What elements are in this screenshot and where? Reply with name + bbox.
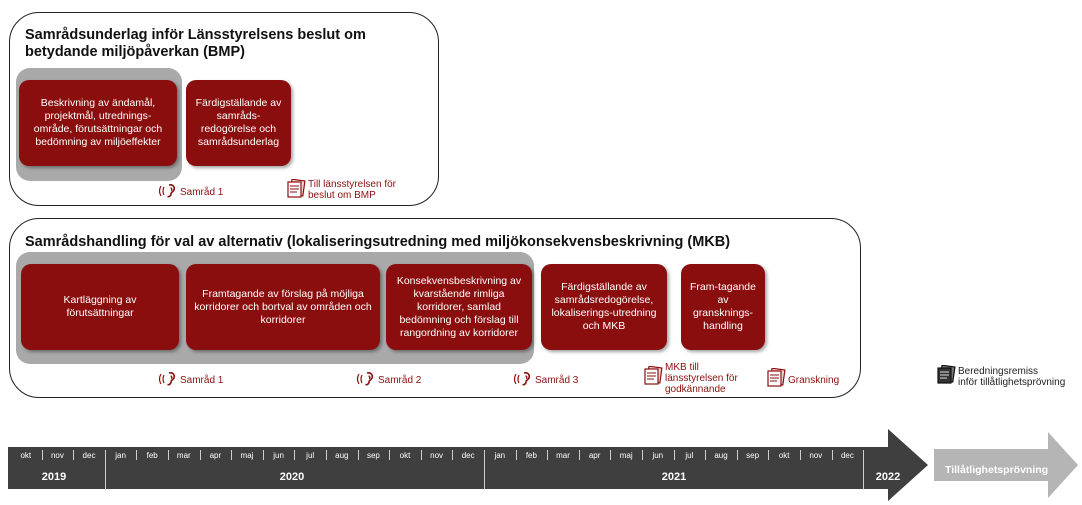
month-label: okt (399, 451, 411, 460)
alt-samrad3-label: Samråd 3 (535, 375, 579, 386)
month-label: mar (176, 451, 191, 460)
month-separator (326, 450, 327, 460)
month-separator (199, 450, 201, 460)
month-separator (168, 450, 169, 460)
month-label: apr (209, 451, 222, 460)
alt-step-kartlaggning: Kartläggning av förutsättningar (21, 264, 179, 350)
final-stage-label: Tillåtlighetsprövning (945, 464, 1049, 476)
month-label: aug (714, 451, 728, 460)
month-label: jun (273, 451, 284, 460)
month-label: nov (50, 451, 64, 460)
document-stack-icon (644, 366, 663, 385)
month-label: dec (461, 451, 475, 460)
month-separator (547, 450, 549, 460)
year-2021: 2021 (661, 471, 687, 483)
year-2022: 2022 (875, 471, 901, 483)
ear-sound-icon (513, 372, 531, 386)
month-separator (41, 450, 43, 460)
ear-sound-icon (158, 372, 176, 386)
month-separator (705, 450, 707, 460)
year-2020: 2020 (279, 471, 305, 483)
month-label: aug (335, 451, 349, 460)
month-label: okt (20, 451, 32, 460)
bmp-step-fardigstallande: Färdigställande av samråds-redogörelse o… (186, 80, 291, 166)
month-label: nov (430, 451, 444, 460)
alt-step-konsekvensbeskrivning: Konsekvensbeskrivning av kvarstående rim… (386, 264, 532, 350)
ear-sound-icon (158, 184, 176, 198)
month-label: apr (588, 451, 601, 460)
document-stack-icon (287, 179, 306, 198)
year-separator (484, 450, 485, 490)
month-separator (642, 450, 643, 460)
month-separator (73, 450, 75, 460)
alt-samrad1-label: Samråd 1 (180, 375, 224, 386)
month-label: feb (525, 451, 537, 460)
month-separator (578, 450, 580, 460)
month-separator (610, 450, 612, 460)
month-separator (294, 450, 296, 460)
timeline-arrow (8, 429, 928, 501)
remiss-label-line2: inför tillåtlighetsprövning (958, 377, 1066, 388)
final-stage-arrow (934, 432, 1078, 498)
bmp-doc-label-line1: Till länsstyrelsen för (308, 179, 396, 190)
month-label: nov (809, 451, 823, 460)
month-label: maj (619, 451, 633, 460)
document-stack-icon (937, 365, 956, 384)
alt-samrad2-label: Samråd 2 (378, 375, 422, 386)
month-separator (673, 450, 675, 460)
month-label: maj (240, 451, 254, 460)
month-label: dec (82, 451, 96, 460)
month-separator (515, 450, 517, 460)
month-separator (420, 450, 422, 460)
month-label: jan (494, 451, 506, 460)
month-label: sep (366, 451, 380, 460)
month-label: jan (115, 451, 126, 460)
bmp-step-beskrivning: Beskrivning av ändamål, projektmål, utre… (19, 80, 177, 166)
month-label: jun (652, 451, 664, 460)
month-separator (768, 450, 770, 460)
month-label: mar (556, 451, 570, 460)
month-label: jul (685, 451, 694, 460)
bmp-doc-label-line2: beslut om BMP (308, 190, 376, 201)
bmp-samrad1-label: Samråd 1 (180, 187, 224, 198)
month-separator (736, 450, 738, 460)
alternativ-panel-title: Samrådshandling för val av alternativ (l… (25, 234, 731, 250)
alt-granskning-label: Granskning (788, 375, 840, 386)
ear-sound-icon (356, 372, 374, 386)
month-label: jul (306, 451, 315, 460)
alt-step-fardigstallande: Färdigställande av samrådsredogörelse, l… (541, 264, 667, 350)
alt-mkb-label-line1: MKB till (665, 362, 699, 373)
year-2019: 2019 (41, 471, 67, 483)
month-label: sep (746, 451, 760, 460)
month-label: dec (840, 451, 854, 460)
month-label: okt (778, 451, 790, 460)
month-label: feb (146, 451, 158, 460)
remiss-label-line1: Beredningsremiss (958, 366, 1039, 377)
year-separator (104, 450, 106, 490)
year-separator (863, 450, 865, 490)
document-stack-icon (767, 368, 786, 387)
month-separator (262, 450, 264, 460)
month-separator (231, 450, 233, 460)
alt-step-granskningshandling: Fram-tagande av gransknings-handling (681, 264, 765, 350)
month-separator (136, 450, 138, 460)
month-separator (389, 450, 391, 460)
alt-mkb-label-line3: godkännande (665, 384, 726, 395)
bmp-panel-title-line2: betydande miljöpåverkan (BMP) (25, 44, 245, 60)
month-separator (357, 450, 359, 460)
alt-step-framtagande-forslag: Framtagande av förslag på möjliga korrid… (186, 264, 380, 350)
bmp-panel-title-line1: Samrådsunderlag inför Länsstyrelsens bes… (25, 27, 366, 43)
month-separator (831, 450, 833, 460)
month-separator (800, 450, 801, 460)
month-separator (452, 450, 454, 460)
alt-mkb-label-line2: länsstyrelsen för (665, 373, 738, 384)
